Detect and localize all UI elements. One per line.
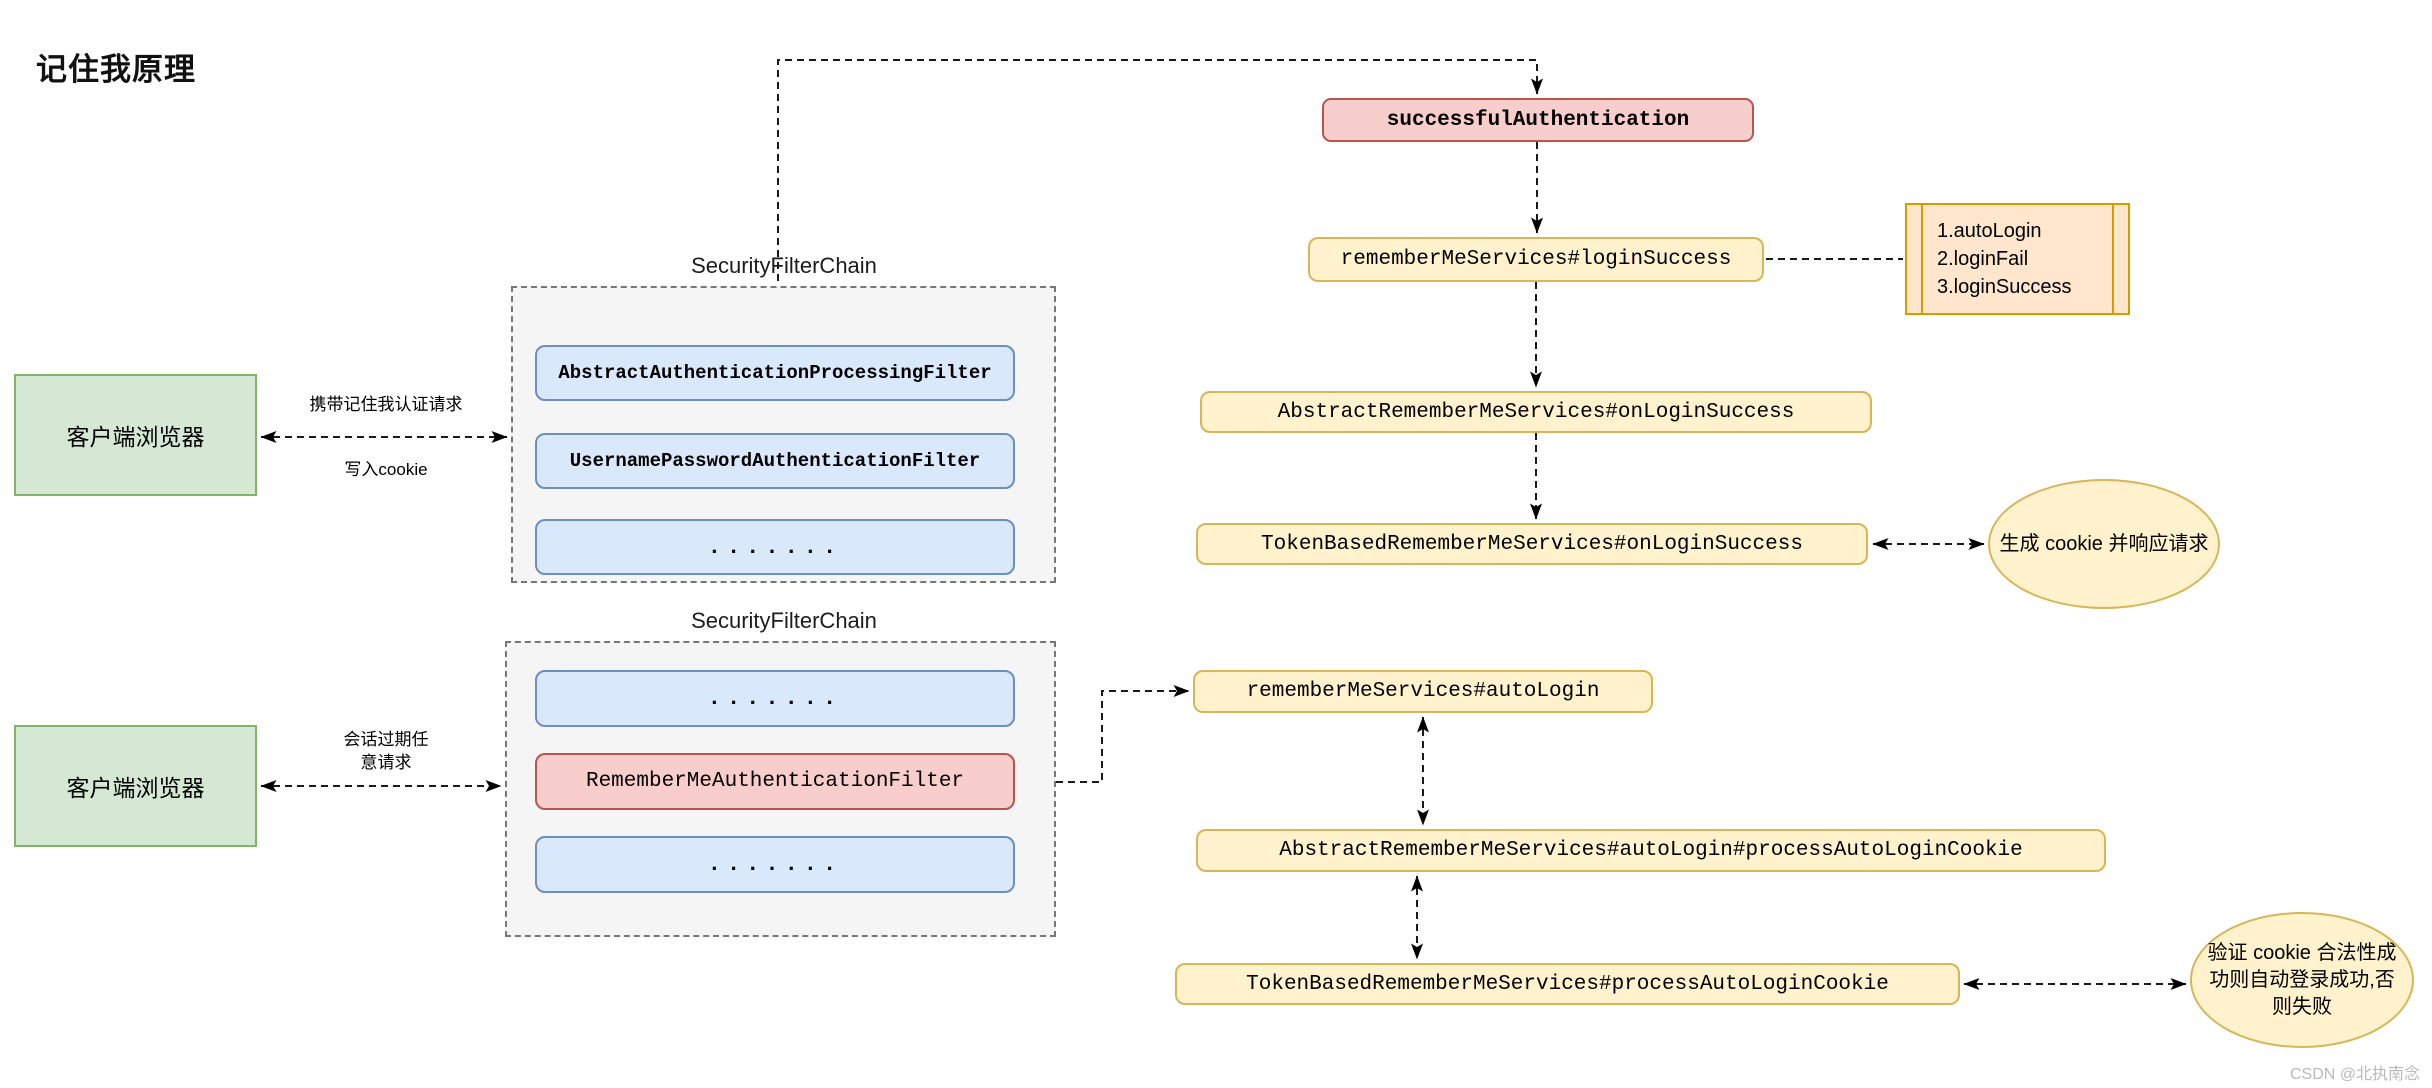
node-successful-authentication: successfulAuthentication — [1322, 98, 1754, 142]
chain-top-title: SecurityFilterChain — [691, 253, 877, 278]
node-label: AbstractRememberMeServices#onLoginSucces… — [1277, 400, 1795, 424]
node-label: TokenBasedRememberMeServices#processAuto… — [1246, 972, 1889, 996]
filter-abstract-authentication-processing: AbstractAuthenticationProcessingFilter — [535, 345, 1015, 401]
filter-label: ....... — [707, 686, 843, 711]
note-remember-me-services-methods: 1.autoLogin 2.loginFail 3.loginSuccess — [1905, 203, 2130, 315]
ellipse-text: 生成 cookie 并响应请求 — [1999, 532, 2209, 555]
node-abstract-process-auto-login-cookie: AbstractRememberMeServices#autoLogin#pro… — [1196, 829, 2106, 872]
node-abstract-on-login-success: AbstractRememberMeServices#onLoginSucces… — [1200, 391, 1872, 433]
node-label: rememberMeServices#loginSuccess — [1340, 248, 1732, 271]
note-right-bar — [2112, 205, 2114, 313]
node-token-on-login-success: TokenBasedRememberMeServices#onLoginSucc… — [1196, 523, 1868, 565]
node-label: successfulAuthentication — [1386, 108, 1690, 132]
client-browser-top-label: 客户端浏览器 — [66, 424, 205, 450]
node-token-process-auto-login-cookie: TokenBasedRememberMeServices#processAuto… — [1175, 963, 1960, 1005]
ellipse-generate-cookie: 生成 cookie 并响应请求 — [1988, 479, 2220, 609]
ellipse-validate-cookie: 验证 cookie 合法性成功则自动登录成功,否则失败 — [2190, 912, 2414, 1048]
edge-label-line: 会话过期任 — [343, 730, 429, 749]
page-title: 记住我原理 — [36, 52, 196, 87]
edge-label-request-with-rememberme: 携带记住我认证请求 — [309, 395, 463, 414]
note-line: 2.loginFail — [1937, 248, 2029, 270]
watermark: CSDN @北执南念 — [2289, 1066, 2420, 1083]
filter-ellipsis-bottom-1: ....... — [535, 670, 1015, 727]
client-browser-top: 客户端浏览器 — [14, 374, 257, 496]
filter-ellipsis-bottom-2: ....... — [535, 836, 1015, 893]
filter-label: ....... — [707, 534, 843, 560]
note-left-bar — [1921, 205, 1923, 313]
node-remember-me-login-success: rememberMeServices#loginSuccess — [1308, 237, 1764, 282]
filter-label: RememberMeAuthenticationFilter — [585, 770, 965, 793]
ellipse-text: 验证 cookie 合法性成功则自动登录成功,否则失败 — [2207, 941, 2397, 1018]
client-browser-bottom: 客户端浏览器 — [14, 725, 257, 847]
filter-ellipsis-top: ....... — [535, 519, 1015, 575]
note-line: 3.loginSuccess — [1937, 276, 2072, 298]
client-browser-bottom-label: 客户端浏览器 — [66, 775, 205, 801]
filter-label: ....... — [707, 852, 843, 877]
filter-remember-me-authentication: RememberMeAuthenticationFilter — [535, 753, 1015, 810]
filter-label: UsernamePasswordAuthenticationFilter — [569, 450, 981, 472]
node-remember-me-auto-login: rememberMeServices#autoLogin — [1193, 670, 1653, 713]
edge-label-line: 意请求 — [360, 753, 412, 772]
filter-label: AbstractAuthenticationProcessingFilter — [558, 362, 992, 384]
filter-username-password-authentication: UsernamePasswordAuthenticationFilter — [535, 433, 1015, 489]
note-line: 1.autoLogin — [1937, 220, 2042, 242]
edge-filter-to-successful-authentication — [772, 59, 1543, 342]
node-label: AbstractRememberMeServices#autoLogin#pro… — [1279, 839, 2023, 862]
edge-filter-to-auto-login — [1019, 685, 1190, 788]
chain-bottom-title: SecurityFilterChain — [691, 608, 877, 633]
edge-label-write-cookie: 写入cookie — [344, 460, 428, 479]
node-label: TokenBasedRememberMeServices#onLoginSucc… — [1261, 532, 1803, 556]
edge-label-session-expired: 会话过期任 意请求 — [262, 728, 510, 774]
node-label: rememberMeServices#autoLogin — [1246, 680, 1600, 703]
